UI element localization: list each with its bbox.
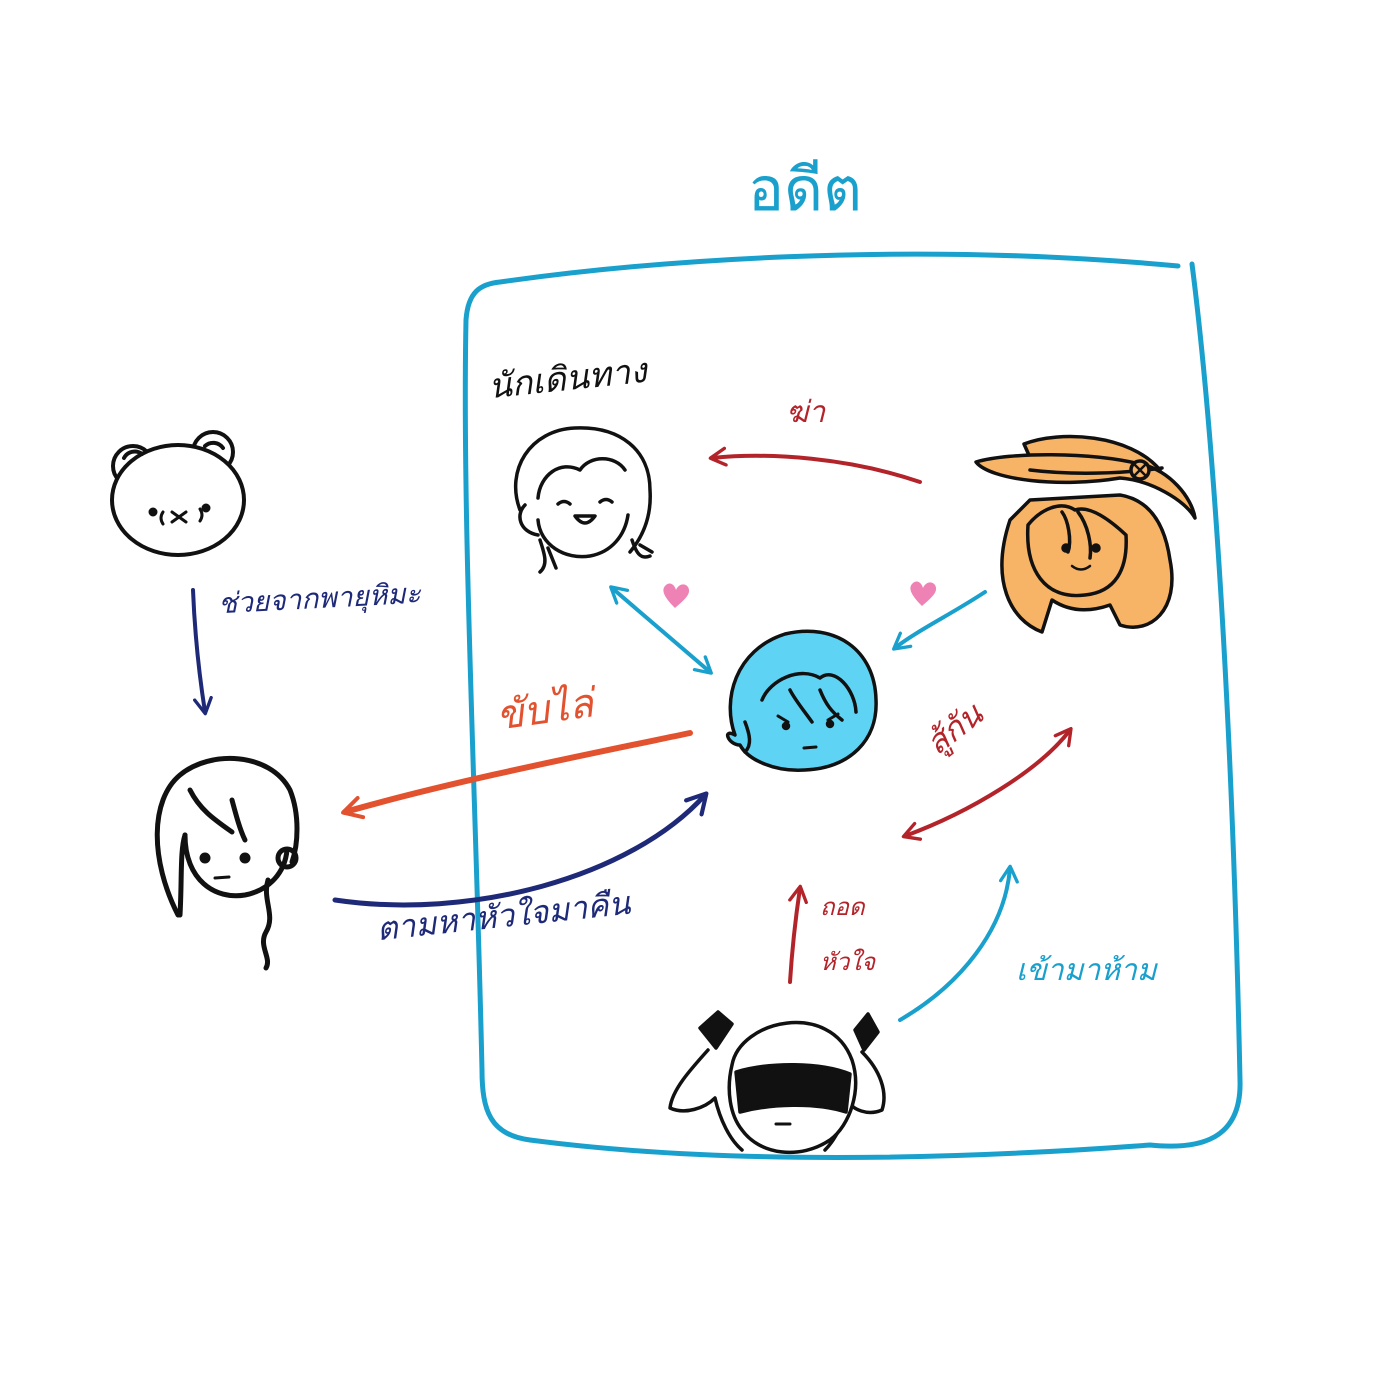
heart-icon: [663, 583, 690, 608]
arrow-icon: [609, 585, 713, 675]
page-title: อดีต: [748, 155, 862, 225]
bear-icon: [110, 430, 246, 557]
arrow-icon: [901, 727, 1073, 841]
arrow-icon: [788, 884, 808, 984]
arrow-icon: [892, 590, 987, 651]
heart-icon: [910, 581, 937, 606]
arrow-icon: [332, 791, 709, 908]
arrow-icon: [191, 588, 213, 716]
arrow-icon: [898, 864, 1019, 1022]
arrow-icon: [341, 730, 693, 820]
blue-hair-boy-icon: [725, 629, 878, 772]
come-stop-label: เข้ามาห้าม: [1016, 953, 1157, 988]
past-frame: [462, 251, 1243, 1160]
traveler-icon: [513, 426, 654, 574]
pluck-heart-label-line1: ถอด: [820, 893, 865, 921]
pluck-heart-label-line2: หัวใจ: [820, 948, 876, 976]
horned-girl-icon: [668, 1010, 886, 1154]
braided-girl-icon: [154, 755, 300, 971]
kill-label: ฆ่า: [786, 395, 826, 430]
hat-girl-icon: [974, 434, 1197, 634]
arrow-icon: [708, 446, 922, 484]
